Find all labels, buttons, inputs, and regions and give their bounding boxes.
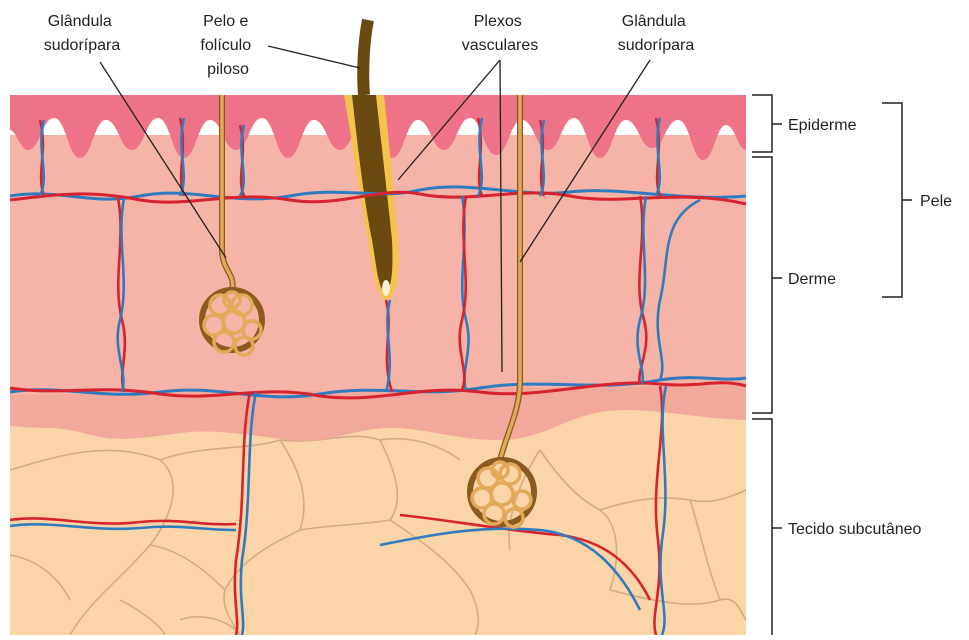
label-skin: Pele — [920, 193, 952, 210]
hair-shaft — [363, 20, 368, 95]
label-subcutaneous: Tecido subcutâneo — [788, 521, 922, 538]
label-hair-follicle: Pelo e folículo piloso — [200, 13, 255, 78]
label-sweat-gland-right: Glândula sudorípara — [618, 13, 695, 54]
label-sweat-gland-left: Glândula sudorípara — [44, 13, 121, 54]
label-vascular-plexus: Plexos vasculares — [462, 13, 538, 54]
layer-brackets — [752, 95, 912, 635]
label-epidermis: Epiderme — [788, 117, 857, 134]
label-dermis: Derme — [788, 271, 836, 288]
